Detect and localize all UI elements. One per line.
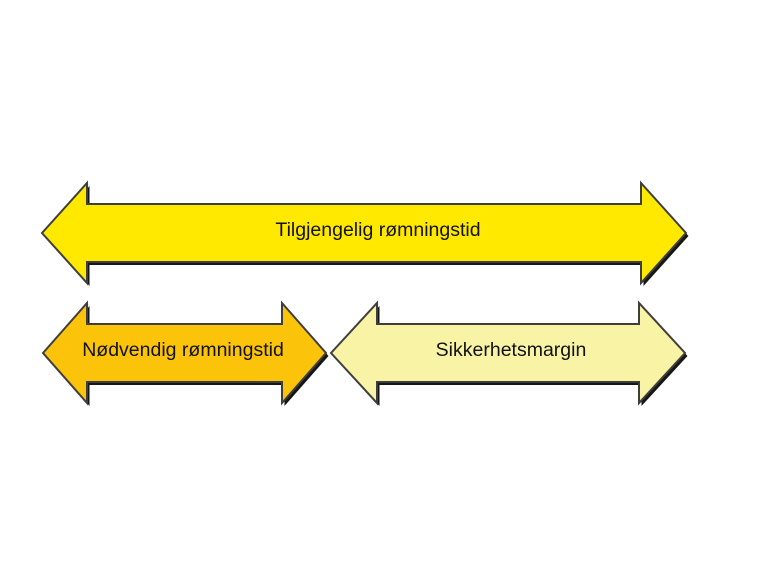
arrow-safety-margin: Sikkerhetsmargin bbox=[329, 300, 688, 406]
arrow-required-evacuation-time: Nødvendig rømningstid bbox=[41, 300, 329, 406]
double-arrow-shape bbox=[329, 300, 687, 406]
arrow-label: Nødvendig rømningstid bbox=[82, 339, 284, 361]
arrow-label: Sikkerhetsmargin bbox=[436, 339, 587, 361]
double-arrow-shape bbox=[41, 300, 328, 406]
arrow-label: Tilgjengelig rømningstid bbox=[275, 219, 480, 241]
double-arrow-shape bbox=[40, 180, 688, 286]
arrow-available-evacuation-time: Tilgjengelig rømningstid bbox=[40, 180, 689, 286]
